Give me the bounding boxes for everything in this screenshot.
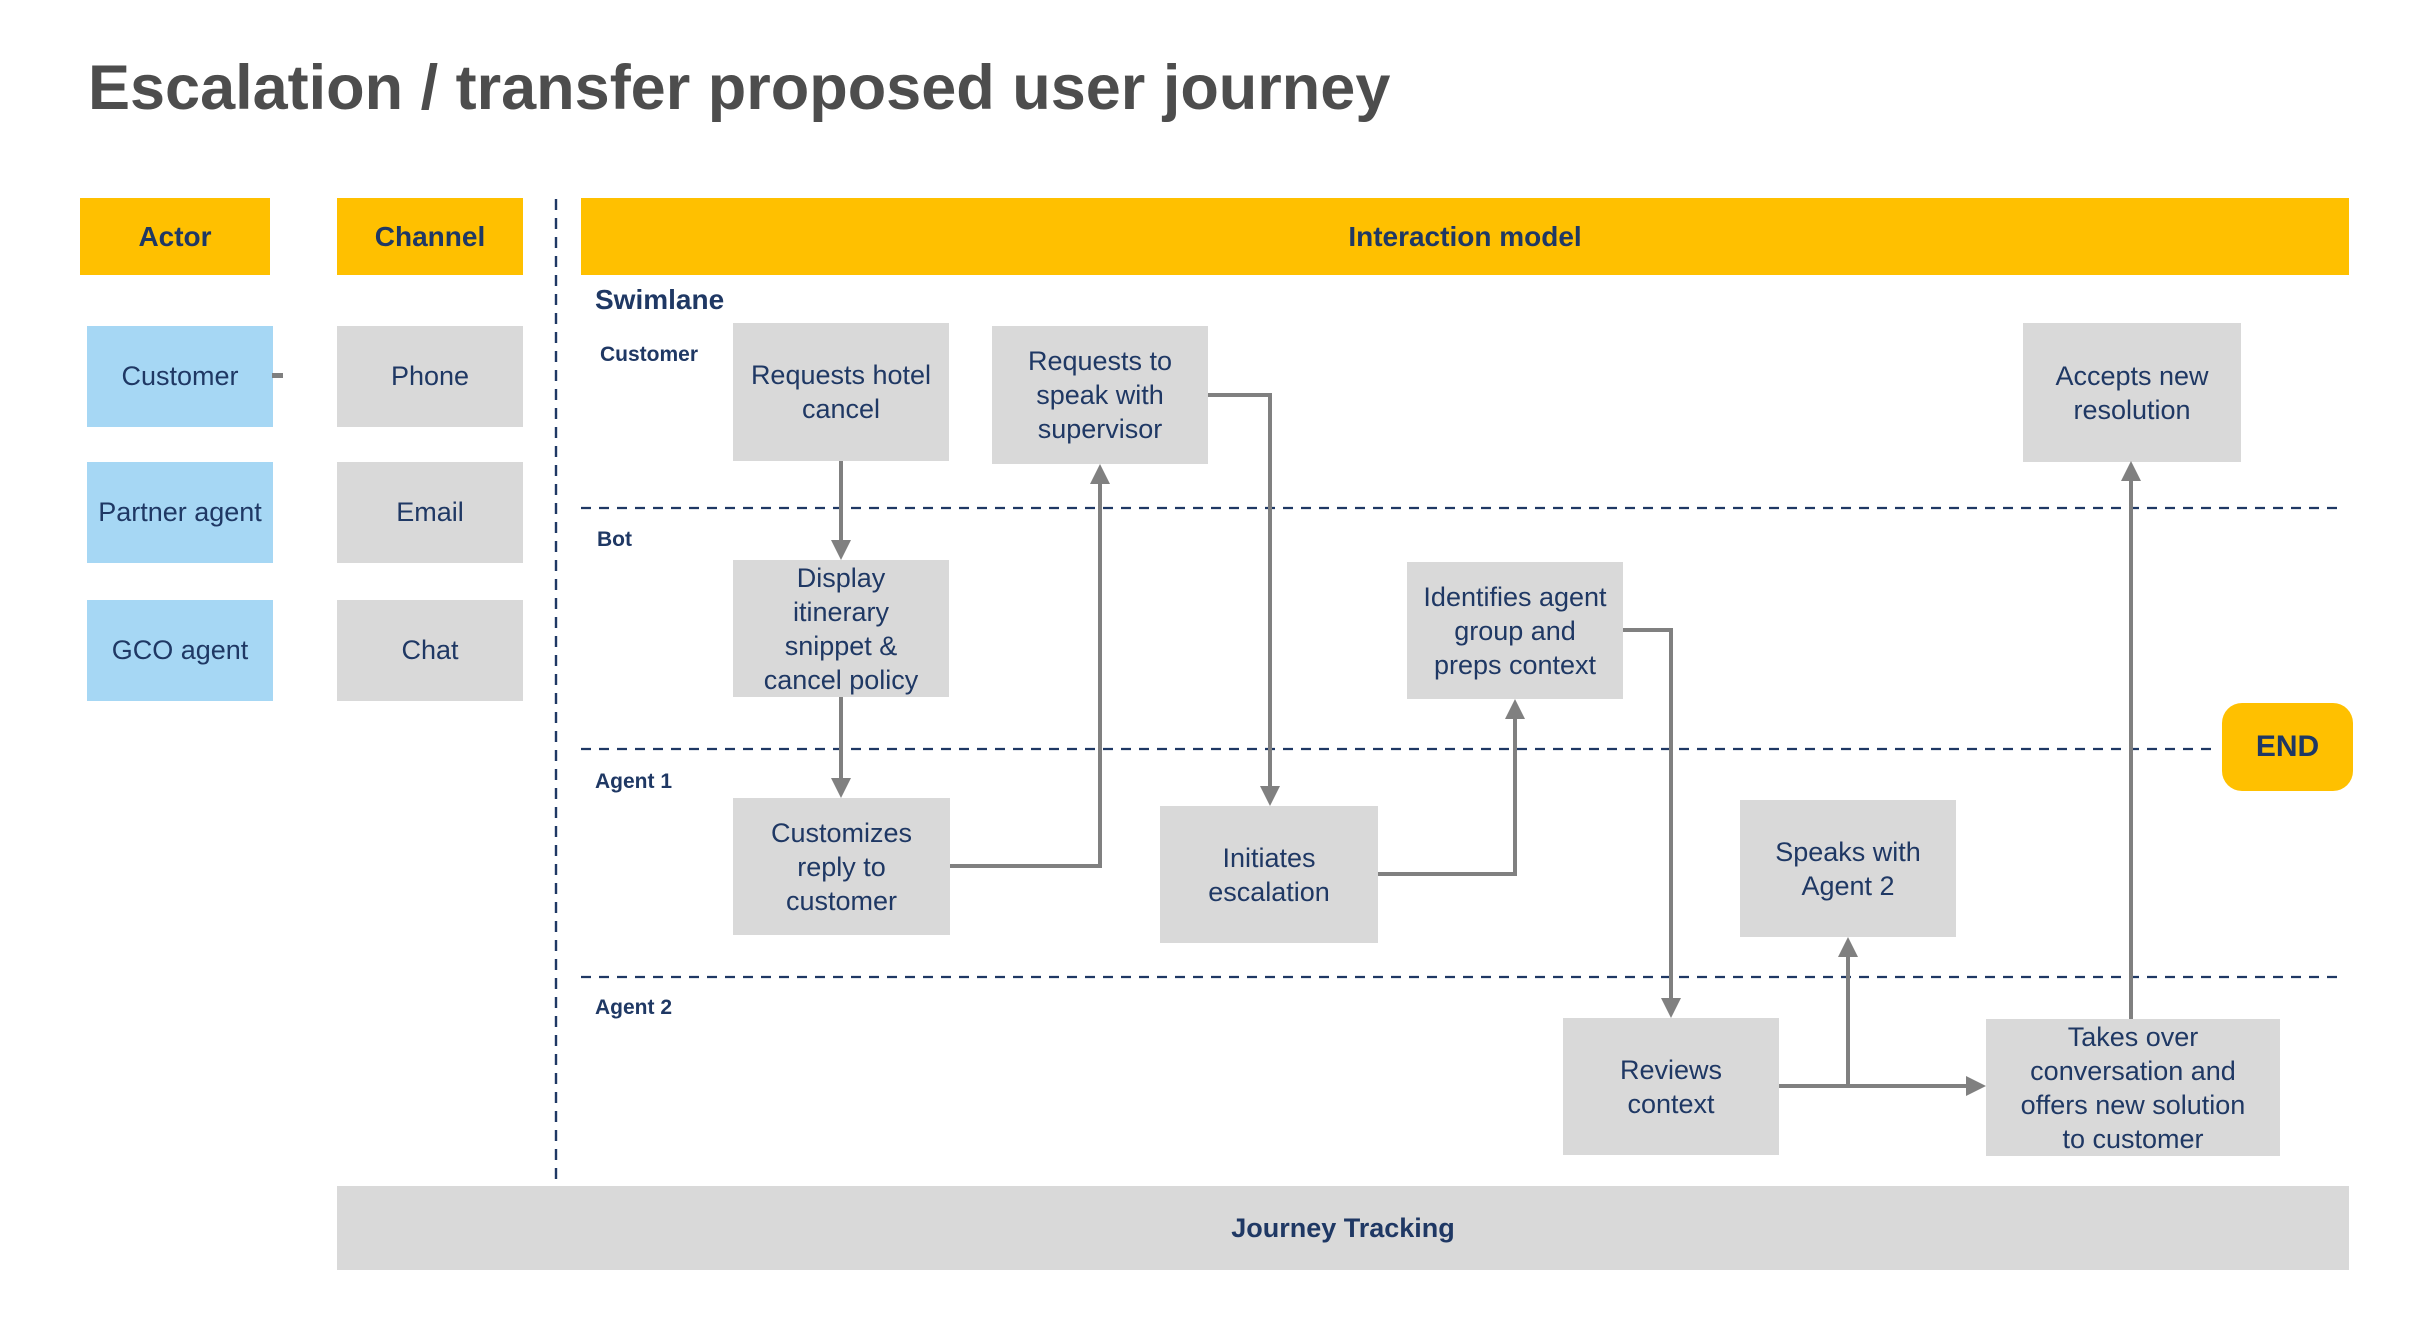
actor-gco-agent: GCO agent xyxy=(87,600,273,701)
lane-label-customer: Customer xyxy=(600,343,699,366)
lane-label-agent-1: Agent 1 xyxy=(595,770,673,793)
journey-tracking-bar: Journey Tracking xyxy=(337,1186,2349,1270)
arrowhead-up-icon xyxy=(2121,461,2141,481)
node-identifies-agent-group: Identifies agent group and preps context xyxy=(1407,562,1623,699)
lane-label-bot: Bot xyxy=(597,528,632,551)
node-customizes-reply: Customizes reply to customer xyxy=(733,798,950,935)
arrowhead-up-icon xyxy=(1505,699,1525,719)
arrowhead-right-icon xyxy=(1966,1076,1986,1096)
edge-supervisor-to-initiates xyxy=(1208,393,1272,788)
channel-phone: Phone xyxy=(337,326,523,427)
edge-initiates-to-identifies xyxy=(1378,717,1517,876)
swimlane-label: Swimlane xyxy=(595,284,725,315)
actor-customer: Customer xyxy=(87,326,273,427)
arrowhead-down-icon xyxy=(1661,998,1681,1018)
edge-customizes-to-supervisor xyxy=(950,482,1102,868)
arrowhead-down-icon xyxy=(831,540,851,560)
arrowhead-down-icon xyxy=(831,778,851,798)
node-display-itinerary-snippet: Display itinerary snippet & cancel polic… xyxy=(733,560,949,697)
channel-email: Email xyxy=(337,462,523,563)
page-title: Escalation / transfer proposed user jour… xyxy=(88,53,1391,123)
node-requests-hotel-cancel: Requests hotel cancel xyxy=(733,323,949,461)
customer-connector-stub xyxy=(272,373,283,378)
end-terminator: END xyxy=(2222,703,2353,791)
channel-column-header: Channel xyxy=(337,198,523,275)
node-speaks-with-agent-2: Speaks with Agent 2 xyxy=(1740,800,1956,937)
node-takes-over-conversation: Takes over conversation and offers new s… xyxy=(1986,1019,2280,1156)
arrowhead-up-icon xyxy=(1090,464,1110,484)
arrowhead-down-icon xyxy=(1260,786,1280,806)
node-accepts-new-resolution: Accepts new resolution xyxy=(2023,323,2241,462)
interaction-model-header: Interaction model xyxy=(581,198,2349,275)
actor-column-header: Actor xyxy=(80,198,270,275)
actor-partner-agent: Partner agent xyxy=(87,462,273,563)
arrowhead-up-icon xyxy=(1838,937,1858,957)
channel-chat: Chat xyxy=(337,600,523,701)
lane-label-agent-2: Agent 2 xyxy=(595,996,673,1019)
node-initiates-escalation: Initiates escalation xyxy=(1160,806,1378,943)
node-reviews-context: Reviews context xyxy=(1563,1018,1779,1155)
edge-identifies-to-reviews xyxy=(1623,628,1673,1000)
node-requests-to-speak-with-supervisor: Requests to speak with supervisor xyxy=(992,326,1208,464)
